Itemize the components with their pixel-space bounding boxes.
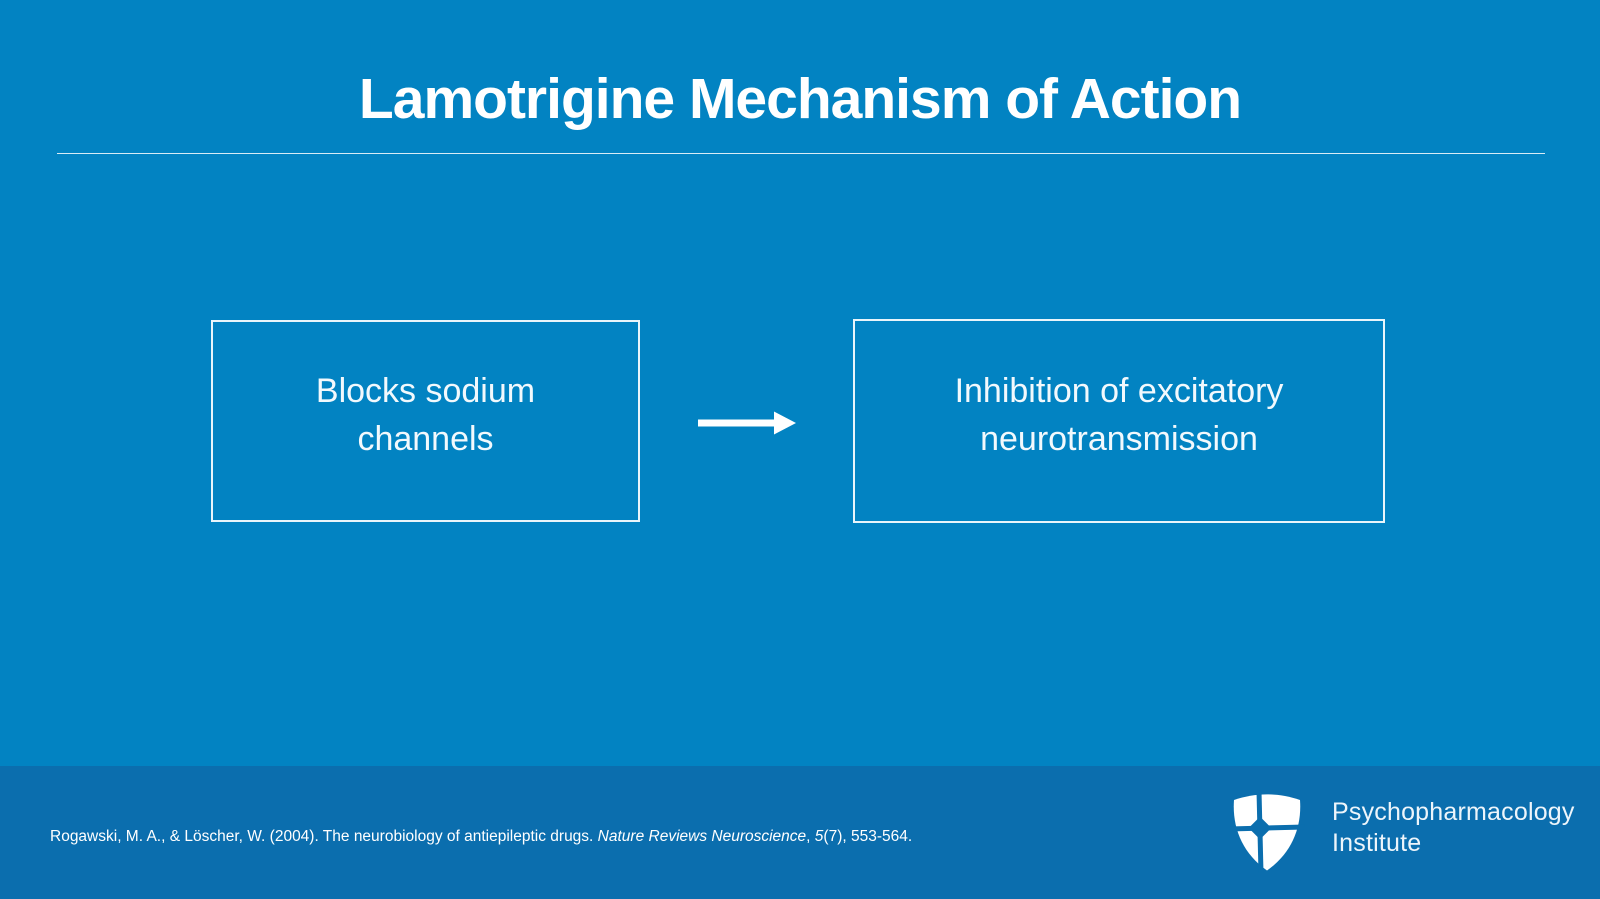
organization-name: Psychopharmacology Institute	[1332, 797, 1575, 859]
organization-name-line1: Psychopharmacology	[1332, 798, 1575, 826]
diagram-box-label: Inhibition of excitatory neurotransmissi…	[954, 372, 1284, 458]
citation-journal: Nature Reviews Neuroscience	[597, 828, 807, 845]
organization-name-line2: Institute	[1332, 829, 1422, 857]
citation: Rogawski, M. A., & Löscher, W. (2004). T…	[50, 827, 912, 847]
page-title: Lamotrigine Mechanism of Action	[358, 67, 1242, 131]
organization-logo: Psychopharmacology Institute	[1229, 791, 1575, 873]
diagram-box-effect: Inhibition of excitatory neurotransmissi…	[853, 319, 1385, 523]
citation-volume: 5	[814, 828, 824, 845]
citation-text: ,	[806, 828, 815, 845]
shield-cross-icon	[1229, 791, 1305, 873]
diagram-box-label: Blocks sodium channels	[315, 372, 536, 458]
citation-text: Rogawski, M. A., & Löscher, W. (2004). T…	[50, 828, 598, 845]
citation-text: (7), 553-564.	[823, 828, 913, 845]
arrow-right-icon	[698, 411, 796, 435]
footer-band: Rogawski, M. A., & Löscher, W. (2004). T…	[0, 766, 1600, 899]
diagram-box-cause: Blocks sodium channels	[211, 320, 640, 522]
title-divider	[57, 153, 1545, 154]
